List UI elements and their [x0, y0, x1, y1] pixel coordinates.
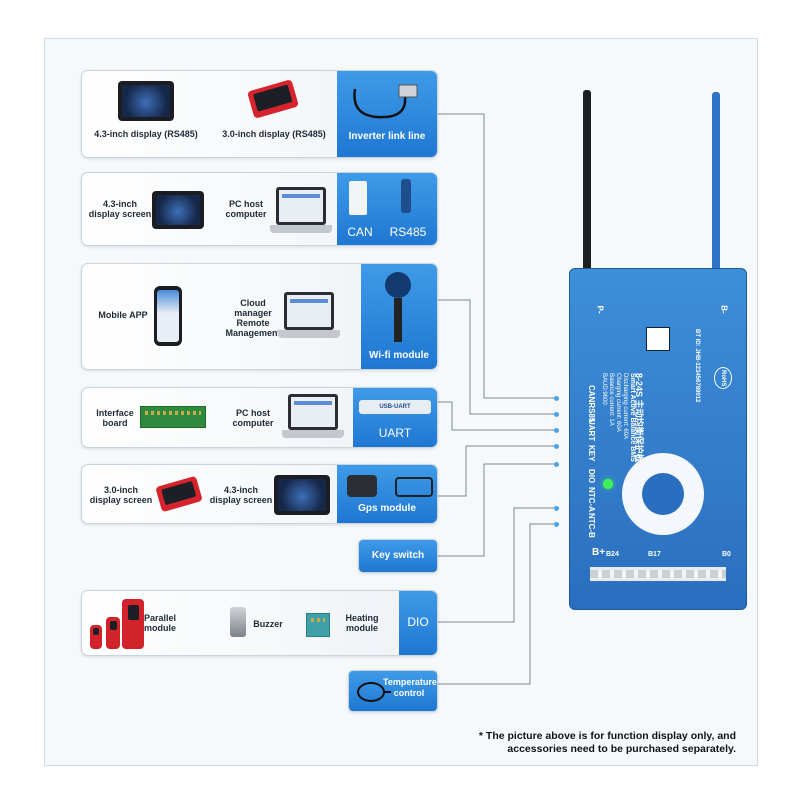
buzzer-label: Buzzer: [253, 619, 283, 629]
port-ntc-b-label: NTC-B: [587, 513, 596, 538]
b0-label: B0: [722, 551, 731, 558]
dio-row-card: Parallel module Buzzer Heating module DI…: [81, 590, 438, 656]
brand-logo-inner: [642, 473, 684, 515]
parallel-module-image: [106, 617, 120, 649]
rs485-adapter-icon: [401, 179, 411, 213]
spec-baud: BAUD:9600: [601, 373, 607, 405]
port-ntc-a-label: NTC-A: [587, 487, 596, 512]
usb-uart-dongle: USB-UART: [359, 400, 431, 414]
p-minus-label: P-: [595, 305, 605, 314]
display-43-image: [118, 81, 174, 121]
port-dot: [554, 396, 559, 401]
pc-host-label: PC host computer: [232, 408, 274, 428]
port-dio-label: DIO: [587, 469, 596, 484]
heating-module-label: Heating module: [345, 613, 379, 633]
bt-id-label: BT ID: JHB-123456789012: [694, 329, 700, 403]
buzzer-image: [230, 607, 246, 637]
display-43-label: 4.3-inch display screen: [209, 485, 273, 505]
b-plus-label: B+: [592, 547, 606, 558]
gps-cap-label: Gps module: [358, 503, 416, 514]
wifi-cable-icon: [394, 298, 402, 342]
laptop-image: [278, 292, 340, 338]
cable-icon: [353, 84, 418, 119]
gps-antenna-icon: [347, 475, 377, 497]
parallel-module-label: Parallel module: [144, 613, 177, 633]
uart-cap: USB-UART UART: [353, 388, 437, 447]
port-dot: [554, 412, 559, 417]
inverter-cap-label: Inverter link line: [348, 131, 426, 142]
display-43-label: 4.3-inch display (RS485): [94, 129, 198, 139]
parallel-module-image: [90, 625, 102, 649]
rohs-mark: [714, 367, 732, 389]
inverter-row-card: 4.3-inch display (RS485) 3.0-inch displa…: [81, 70, 438, 158]
negative-cable-blue: [712, 92, 720, 278]
laptop-image: [270, 187, 332, 233]
key-switch-label: Key switch: [371, 550, 425, 561]
temperature-label: Temperature control: [383, 677, 437, 698]
heating-module-image: [306, 613, 330, 637]
display-screen-label: 4.3-inch display screen: [88, 199, 152, 219]
can-rs485-row-card: 4.3-inch display screen PC host computer…: [81, 172, 438, 246]
display-43-image: [152, 191, 204, 229]
parallel-module-image: [122, 599, 144, 649]
display-30-image: [247, 79, 299, 119]
dio-cap: DIO: [399, 591, 437, 655]
display-30-label: 3.0-inch display screen: [89, 485, 153, 505]
uart-cap-label: UART: [378, 426, 412, 440]
interface-board-image: [140, 406, 206, 428]
gps-bracket-icon: [395, 477, 433, 497]
b24-label: B24: [606, 551, 619, 558]
port-dot: [554, 522, 559, 527]
bms-board: P- B- CANRS85 UART KEY DIO NTC-A NTC-B 8…: [569, 268, 747, 610]
cloud-manager-label: Cloud manager Remote Management: [225, 298, 281, 338]
temperature-cap: Temperature control: [349, 671, 437, 711]
uart-row-card: Interface board PC host computer USB-UAR…: [81, 387, 438, 448]
rohs-label: RoHS: [720, 370, 726, 387]
port-dot: [554, 506, 559, 511]
gps-cap: Gps module: [337, 465, 437, 523]
port-key-label: KEY: [587, 445, 596, 462]
port-dot: [554, 428, 559, 433]
key-switch-cap: Key switch: [359, 540, 437, 572]
port-dot: [554, 462, 559, 467]
gps-row-card: 3.0-inch display screen 4.3-inch display…: [81, 464, 438, 524]
spec-charge: Charging current: 60A: [615, 373, 621, 432]
display-43-image: [274, 475, 330, 515]
pc-host-label: PC host computer: [225, 199, 267, 219]
footnote: * The picture above is for function disp…: [478, 730, 736, 755]
spec-balance: Balance current: 1A: [608, 373, 614, 426]
b-minus-label: B-: [719, 305, 729, 314]
status-led: [603, 479, 613, 489]
inverter-cap: Inverter link line: [337, 71, 437, 157]
wifi-cap-label: Wi-fi module: [369, 350, 429, 361]
wifi-module-icon: [385, 272, 411, 298]
b17-label: B17: [648, 551, 661, 558]
can-label: CAN: [347, 225, 373, 239]
port-dot: [554, 444, 559, 449]
laptop-image: [282, 394, 344, 438]
negative-cable-black: [583, 90, 591, 278]
qr-code: [646, 327, 670, 351]
model-en-label: Smart Active Balance BMS: [629, 373, 636, 462]
balance-connector-strip: [590, 567, 726, 581]
mobile-app-label: Mobile APP: [98, 310, 148, 320]
interface-board-label: Interface board: [96, 408, 134, 428]
wifi-row-card: Mobile APP Cloud manager Remote Manageme…: [81, 263, 438, 370]
key-switch-card: Key switch: [358, 539, 438, 573]
temperature-card: Temperature control: [348, 670, 438, 712]
port-canrs485-label: CANRS85: [587, 385, 596, 423]
display-30-image: [155, 475, 203, 513]
spec-discharge: Discharging current: 60A: [622, 373, 628, 440]
rs485-label: RS485: [389, 225, 427, 239]
display-30-label: 3.0-inch display (RS485): [222, 129, 326, 139]
can-rs485-cap: CAN RS485: [337, 173, 437, 245]
port-uart-label: UART: [587, 419, 596, 442]
dio-cap-label: DIO: [407, 615, 429, 629]
ntc-probe-icon: [357, 682, 391, 702]
can-adapter-icon: [349, 181, 367, 215]
wifi-cap: Wi-fi module: [361, 264, 437, 369]
phone-image: [154, 286, 182, 346]
